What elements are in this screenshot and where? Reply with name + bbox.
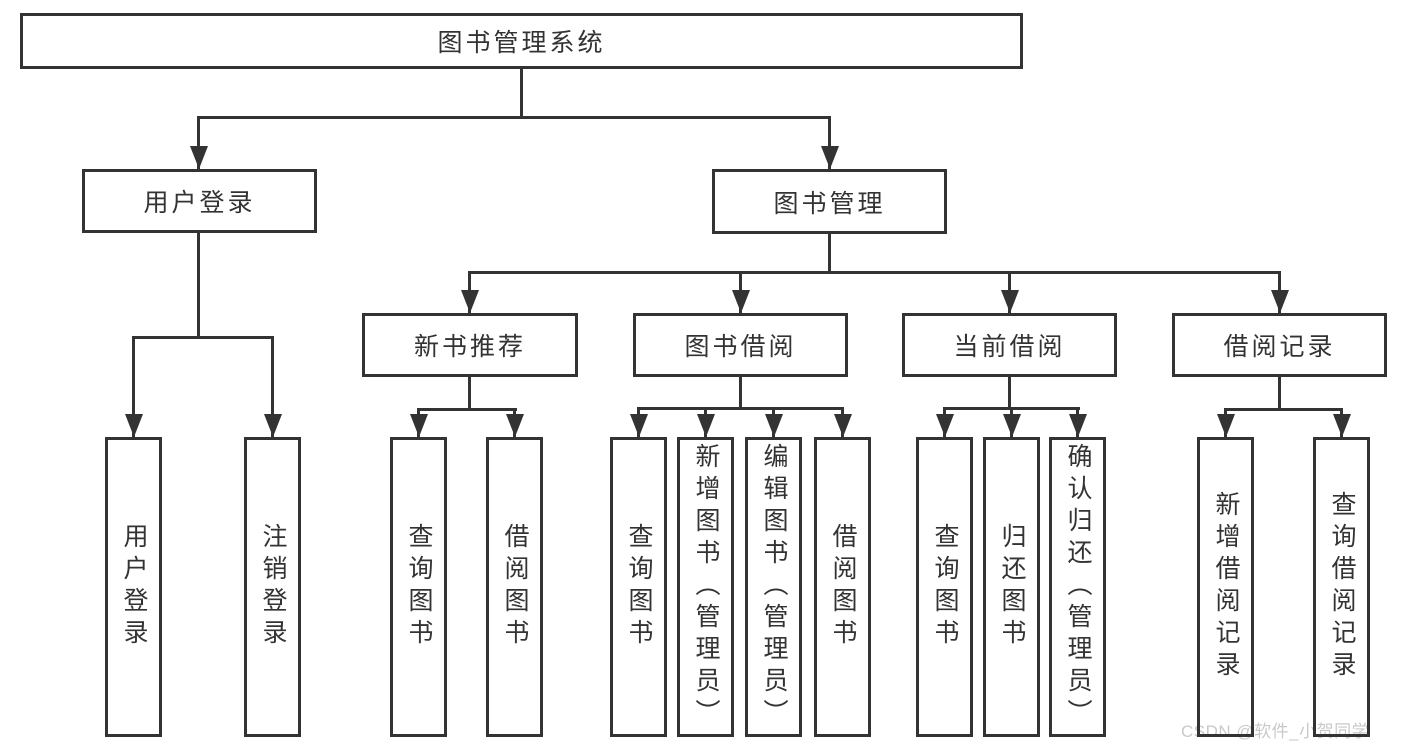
node-user-login: 用户登录	[82, 169, 317, 233]
leaf-add-book-admin-label: 新增图书（管理员）	[692, 443, 720, 731]
connector-arrow-query-borrow-record	[1340, 408, 1343, 437]
node-book-management-label: 图书管理	[773, 189, 886, 218]
connector-arrow-add-borrow-record	[1224, 408, 1227, 437]
node-current-borrow: 当前借阅	[902, 313, 1117, 377]
leaf-user-login-label: 用户登录	[120, 523, 148, 651]
node-book-management: 图书管理	[712, 169, 947, 234]
connector-recommend-bar	[417, 408, 517, 411]
node-root-label: 图书管理系统	[437, 29, 606, 57]
connector-arrow-borrow-books	[841, 407, 844, 437]
connector-arrow-edit-book	[772, 407, 775, 437]
connector-arrow-confirm-return	[1076, 407, 1079, 437]
connector-records-stem	[1278, 377, 1281, 408]
connector-arrow-add-book	[704, 407, 707, 437]
leaf-add-borrow-record-label: 新增借阅记录	[1212, 491, 1240, 683]
node-borrow-records-label: 借阅记录	[1223, 333, 1336, 361]
connector-arrow-leaf-logout	[271, 336, 274, 437]
csdn-watermark: CSDN @软件_小贺同学	[1181, 722, 1370, 741]
connector-borrow-bar	[637, 407, 844, 410]
connector-userlogin-bar	[132, 336, 274, 339]
leaf-edit-book-admin-label: 编辑图书（管理员）	[760, 443, 788, 731]
leaf-return-book: 归还图书	[983, 437, 1040, 737]
node-book-borrow: 图书借阅	[633, 313, 848, 377]
leaf-query-books-current-label: 查询图书	[931, 523, 959, 651]
leaf-query-borrow-record-label: 查询借阅记录	[1328, 491, 1356, 683]
leaf-confirm-return-admin-label: 确认归还（管理员）	[1064, 443, 1092, 731]
leaf-return-book-label: 归还图书	[998, 523, 1026, 651]
connector-root-stem	[520, 69, 523, 118]
leaf-query-books-recommend-label: 查询图书	[405, 523, 433, 651]
node-root: 图书管理系统	[20, 13, 1023, 69]
leaf-add-borrow-record: 新增借阅记录	[1197, 437, 1254, 737]
connector-arrow-user-login	[197, 116, 200, 169]
connector-current-stem	[1008, 377, 1011, 407]
connector-borrow-stem	[739, 377, 742, 407]
leaf-borrow-books-recommend-label: 借阅图书	[501, 523, 529, 651]
connector-arrow-borrow-records	[1278, 271, 1281, 313]
leaf-add-book-admin: 新增图书（管理员）	[677, 437, 734, 737]
leaf-query-books-borrow: 查询图书	[610, 437, 667, 737]
node-new-book-recommend-label: 新书推荐	[413, 333, 526, 361]
leaf-query-books-borrow-label: 查询图书	[625, 523, 653, 651]
connector-bookmgmt-stem	[828, 234, 831, 271]
connector-arrow-borrow-books-recommend	[513, 408, 516, 437]
connector-arrow-book-management	[828, 116, 831, 169]
connector-arrow-return-book	[1010, 407, 1013, 437]
node-current-borrow-label: 当前借阅	[953, 333, 1066, 361]
connector-arrow-current-borrow	[1008, 271, 1011, 313]
connector-recommend-stem	[468, 377, 471, 408]
leaf-confirm-return-admin: 确认归还（管理员）	[1049, 437, 1106, 737]
leaf-borrow-books-label: 借阅图书	[829, 523, 857, 651]
leaf-borrow-books-recommend: 借阅图书	[486, 437, 543, 737]
connector-arrow-query-books-recommend	[417, 408, 420, 437]
connector-arrow-new-book-recommend	[468, 271, 471, 313]
node-user-login-label: 用户登录	[143, 189, 256, 217]
leaf-edit-book-admin: 编辑图书（管理员）	[745, 437, 802, 737]
leaf-query-books-recommend: 查询图书	[390, 437, 447, 737]
node-new-book-recommend: 新书推荐	[362, 313, 578, 377]
node-book-borrow-label: 图书借阅	[684, 333, 797, 361]
leaf-query-books-current: 查询图书	[916, 437, 973, 737]
node-borrow-records: 借阅记录	[1172, 313, 1387, 377]
leaf-logout-label: 注销登录	[259, 523, 287, 651]
connector-arrow-leaf-user-login	[132, 336, 135, 437]
leaf-query-borrow-record: 查询借阅记录	[1313, 437, 1370, 737]
connector-arrow-query-books-borrow	[637, 407, 640, 437]
connector-arrow-query-books-current	[943, 407, 946, 437]
connector-bookmgmt-bar	[468, 271, 1281, 274]
leaf-borrow-books: 借阅图书	[814, 437, 871, 737]
connector-arrow-book-borrow	[739, 271, 742, 313]
leaf-user-login: 用户登录	[105, 437, 162, 737]
connector-root-bar	[197, 116, 831, 119]
connector-userlogin-stem	[197, 233, 200, 338]
connector-records-bar	[1224, 408, 1343, 411]
leaf-logout: 注销登录	[244, 437, 301, 737]
